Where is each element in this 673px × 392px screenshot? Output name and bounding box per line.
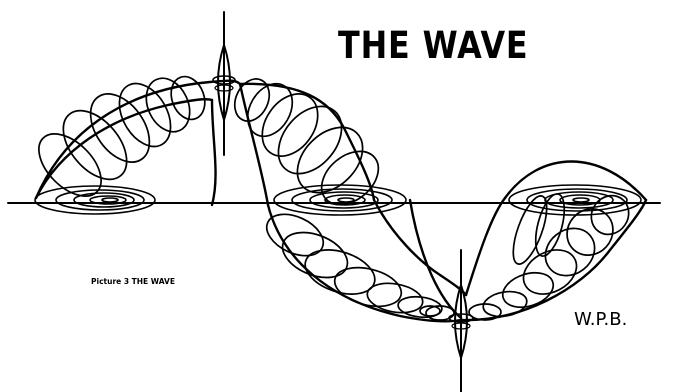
top-vertical-spindle xyxy=(212,11,236,156)
disc-left xyxy=(34,185,156,215)
disc-middle xyxy=(273,184,407,216)
ascending-loops xyxy=(468,193,630,321)
disc-right xyxy=(508,184,642,216)
upper-lobe-loops xyxy=(38,75,380,206)
descending-loops xyxy=(265,213,455,321)
figure-caption: Picture 3 THE WAVE xyxy=(91,277,175,286)
figure-title: THE WAVE xyxy=(338,24,529,67)
artist-signature: W.P.B. xyxy=(574,309,628,330)
